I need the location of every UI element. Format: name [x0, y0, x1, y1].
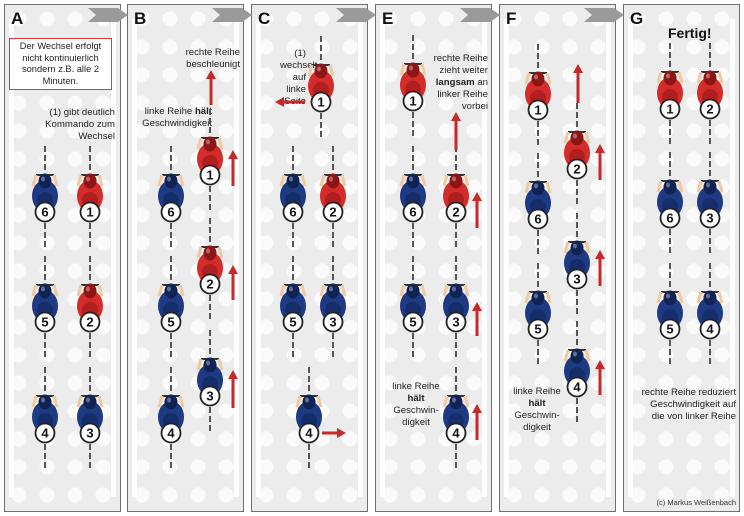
panel-g: G Fertig! rechte Reihe reduziert Geschwi… — [623, 4, 740, 512]
panel-letter: E — [382, 9, 394, 28]
caption-right-row: rechte Reihe beschleunigt — [185, 47, 240, 70]
panel-letter: F — [506, 9, 517, 28]
chevron-right-icon — [460, 8, 500, 22]
chevron-right-icon — [584, 8, 624, 22]
chevron-right-icon — [212, 8, 252, 22]
caption-left-row: linke Reihe hält Geschwin-digkeit — [392, 381, 440, 428]
panel-b: B rechte Reihe beschleunigt linke Reihe … — [127, 4, 244, 512]
road-edge-right — [730, 19, 735, 497]
panel-e: E rechte Reihe zieht weiter langsam an l… — [375, 4, 492, 512]
panel-caption: (1) gibt deutlich Kommando zum Wechsel — [45, 107, 115, 142]
road-edge-left — [380, 19, 385, 497]
panel-a: A Der Wechsel erfolgt nicht kontinuierli… — [4, 4, 121, 512]
road-edge-right — [482, 19, 487, 497]
chevron-right-icon — [88, 8, 128, 22]
copyright: (c) Markus Weißenbach — [656, 498, 736, 507]
panel-f: F linke Reihe hält Geschwin-digkeit — [499, 4, 616, 512]
caption-left-row: linke Reihe hält Geschwindigkeit — [142, 106, 212, 129]
caption-right-row: rechte Reihe zieht weiter langsam an lin… — [433, 53, 488, 112]
road-edge-right — [111, 19, 116, 497]
panel-caption: (1) wechselt auf linke Seite — [280, 48, 318, 107]
road-edge-right — [358, 19, 363, 497]
road-edge-left — [9, 19, 14, 497]
panel-caption: rechte Reihe reduziert Geschwindigkeit a… — [641, 387, 736, 422]
road-edge-left — [132, 19, 137, 497]
note-box: Der Wechsel erfolgt nicht kontinuierlich… — [9, 38, 112, 90]
road-edge-right — [606, 19, 611, 497]
caption-left-row: linke Reihe hält Geschwin-digkeit — [513, 386, 561, 433]
chevron-right-icon — [336, 8, 376, 22]
panel-letter: A — [11, 9, 24, 28]
panel-letter: B — [134, 9, 147, 28]
panel-title: Fertig! — [668, 25, 712, 41]
panel-c: C (1) wechselt auf linke Seite — [251, 4, 368, 512]
road-edge-left — [504, 19, 509, 497]
panel-letter: C — [258, 9, 271, 28]
panel-letter: G — [630, 9, 644, 28]
road-edge-left — [256, 19, 261, 497]
road-edge-right — [234, 19, 239, 497]
road-edge-left — [628, 19, 633, 497]
